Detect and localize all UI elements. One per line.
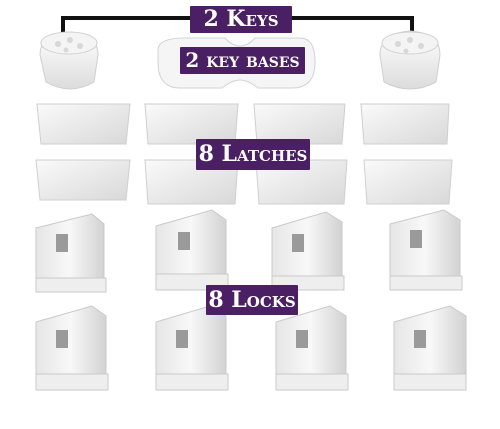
lock-8: [393, 305, 467, 391]
locks-row-2: [35, 305, 467, 391]
lock-6: [155, 305, 229, 391]
locks-row-1: [35, 209, 463, 293]
lock-2: [155, 209, 229, 291]
label-keys: 2 Keys: [190, 6, 292, 33]
latches-row-2: [35, 159, 453, 205]
label-locks: 8 Locks: [206, 285, 298, 315]
lock-7: [275, 305, 349, 391]
lock-4: [389, 209, 463, 291]
key-left: [39, 31, 99, 90]
label-latches: 8 Latches: [196, 139, 310, 170]
latches-row-1: [36, 103, 450, 145]
label-key-bases: 2 key bases: [180, 47, 305, 74]
lock-1: [35, 213, 107, 293]
lock-5: [35, 305, 109, 391]
lock-3: [271, 211, 345, 291]
key-right: [379, 30, 441, 90]
